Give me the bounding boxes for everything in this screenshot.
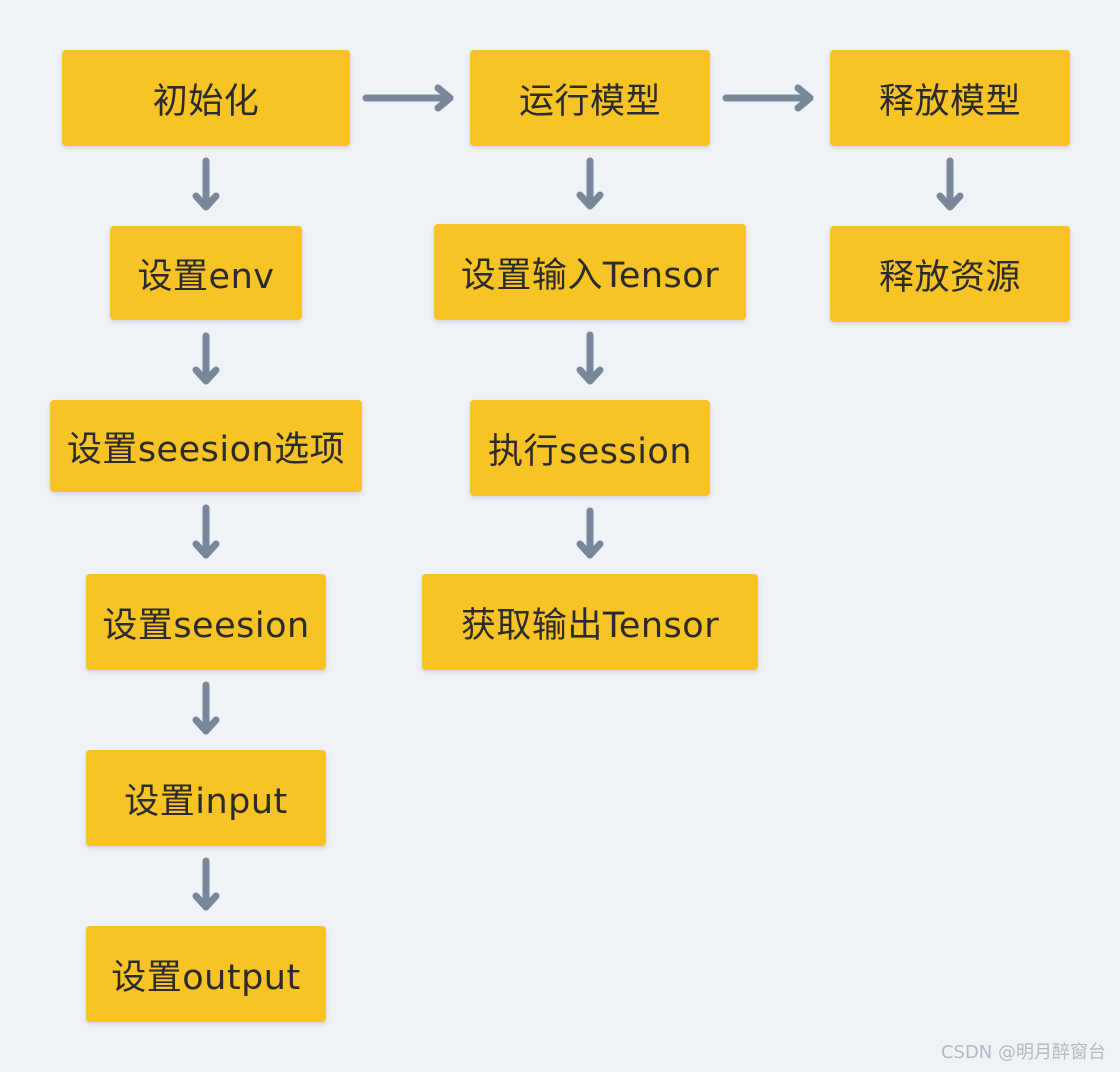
node-run-session: 执行session [470, 400, 710, 496]
node-set-env: 设置env [110, 226, 302, 320]
arrow-input-to-output [192, 857, 220, 911]
arrow-run-to-input-tensor [576, 157, 604, 210]
node-get-output-tensor: 获取输出Tensor [422, 574, 758, 670]
node-release-resources: 释放资源 [830, 226, 1070, 322]
watermark: CSDN @明月醉窗台 [940, 1042, 1106, 1063]
node-set-session-options: 设置seesion选项 [50, 400, 362, 492]
arrow-options-to-session [192, 504, 220, 559]
arrow-release-to-resources [936, 157, 964, 211]
arrow-init-to-run [362, 84, 454, 112]
arrow-input-tensor-to-run-session [576, 331, 604, 385]
node-init: 初始化 [62, 50, 350, 146]
arrow-init-to-env [192, 157, 220, 211]
node-set-output: 设置output [86, 926, 326, 1022]
node-set-input-tensor: 设置输入Tensor [434, 224, 746, 320]
node-run-model: 运行模型 [470, 50, 710, 146]
node-set-session: 设置seesion [86, 574, 326, 670]
arrow-run-to-release [722, 84, 814, 112]
arrow-session-to-input [192, 681, 220, 735]
arrow-run-session-to-output-tensor [576, 507, 604, 559]
node-release-model: 释放模型 [830, 50, 1070, 146]
arrow-env-to-options [192, 332, 220, 385]
node-set-input: 设置input [86, 750, 326, 846]
